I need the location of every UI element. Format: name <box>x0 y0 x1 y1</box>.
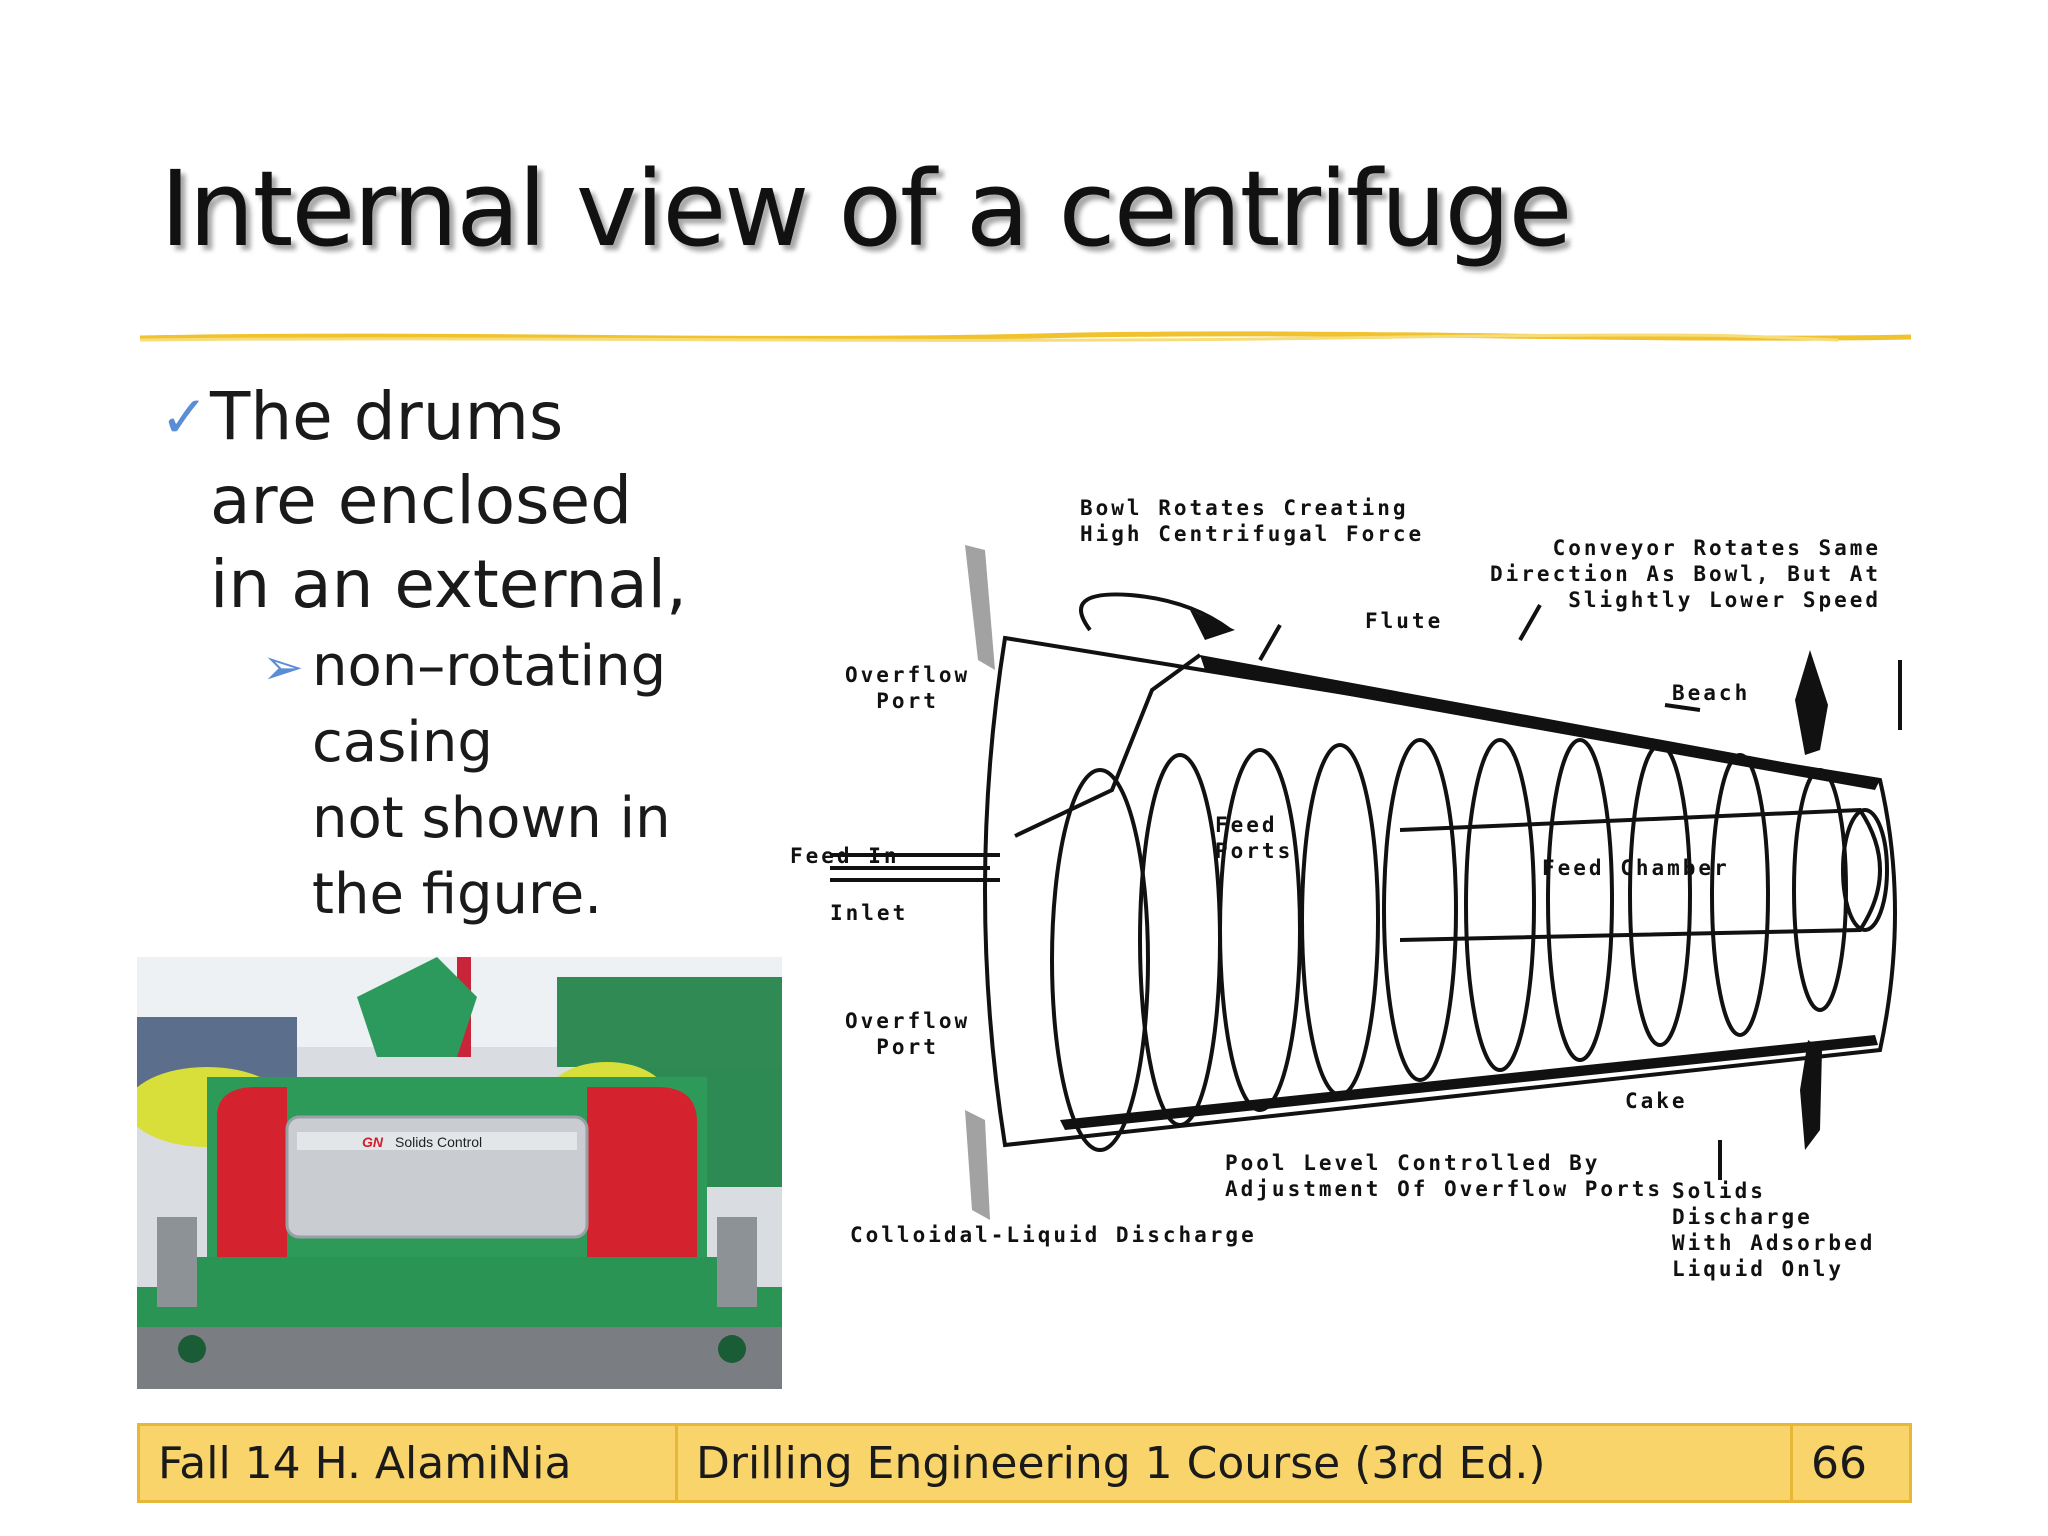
label-feed-in: Feed In <box>790 844 900 868</box>
photo-brand-text: Solids Control <box>395 1134 482 1150</box>
label-inlet: Inlet <box>830 901 909 925</box>
footer-author: Fall 14 H. AlamiNia <box>140 1426 678 1500</box>
label-feed-chamber: Feed Chamber <box>1542 856 1730 880</box>
label-solids-discharge: Solids Discharge With Adsorbed Liquid On… <box>1672 1179 1876 1281</box>
slide-title: Internal view of a centrifuge <box>160 148 1573 270</box>
label-pool-level: Pool Level Controlled By Adjustment Of O… <box>1225 1151 1664 1201</box>
label-flute: Flute <box>1365 609 1444 633</box>
label-bowl-rotates: Bowl Rotates Creating High Centrifugal F… <box>1080 496 1425 546</box>
centrifuge-photo: GN Solids Control <box>137 957 782 1389</box>
svg-text:GN: GN <box>362 1134 384 1150</box>
bullet-list: ✓ The drums are enclosed in an external,… <box>160 375 720 933</box>
label-feed-ports: Feed Ports <box>1215 813 1294 863</box>
bullet-level-2-text: non–rotating casing not shown in the fig… <box>312 634 671 927</box>
slide-footer: Fall 14 H. AlamiNia Drilling Engineering… <box>137 1423 1912 1503</box>
centrifuge-diagram: Bowl Rotates Creating High Centrifugal F… <box>760 490 1920 1281</box>
bullet-level-2: ➢ non–rotating casing not shown in the f… <box>262 629 720 933</box>
check-mark-icon: ✓ <box>160 383 209 451</box>
title-underline <box>139 331 1912 342</box>
label-colloidal-discharge: Colloidal-Liquid Discharge <box>850 1223 1257 1247</box>
label-conveyor-rotates: Conveyor Rotates Same Direction As Bowl,… <box>1490 536 1882 612</box>
bullet-level-1-text: The drums are enclosed in an external, <box>210 378 687 623</box>
label-beach: Beach <box>1672 681 1751 705</box>
bullet-level-1: ✓ The drums are enclosed in an external, <box>160 375 720 627</box>
arrow-right-icon: ➢ <box>262 638 304 696</box>
footer-course: Drilling Engineering 1 Course (3rd Ed.) <box>678 1426 1793 1500</box>
label-cake: Cake <box>1625 1089 1688 1113</box>
label-overflow-port-bottom: Overflow Port <box>845 1009 971 1059</box>
footer-page-number: 66 <box>1811 1437 1867 1489</box>
label-overflow-port-top: Overflow Port <box>845 663 971 713</box>
